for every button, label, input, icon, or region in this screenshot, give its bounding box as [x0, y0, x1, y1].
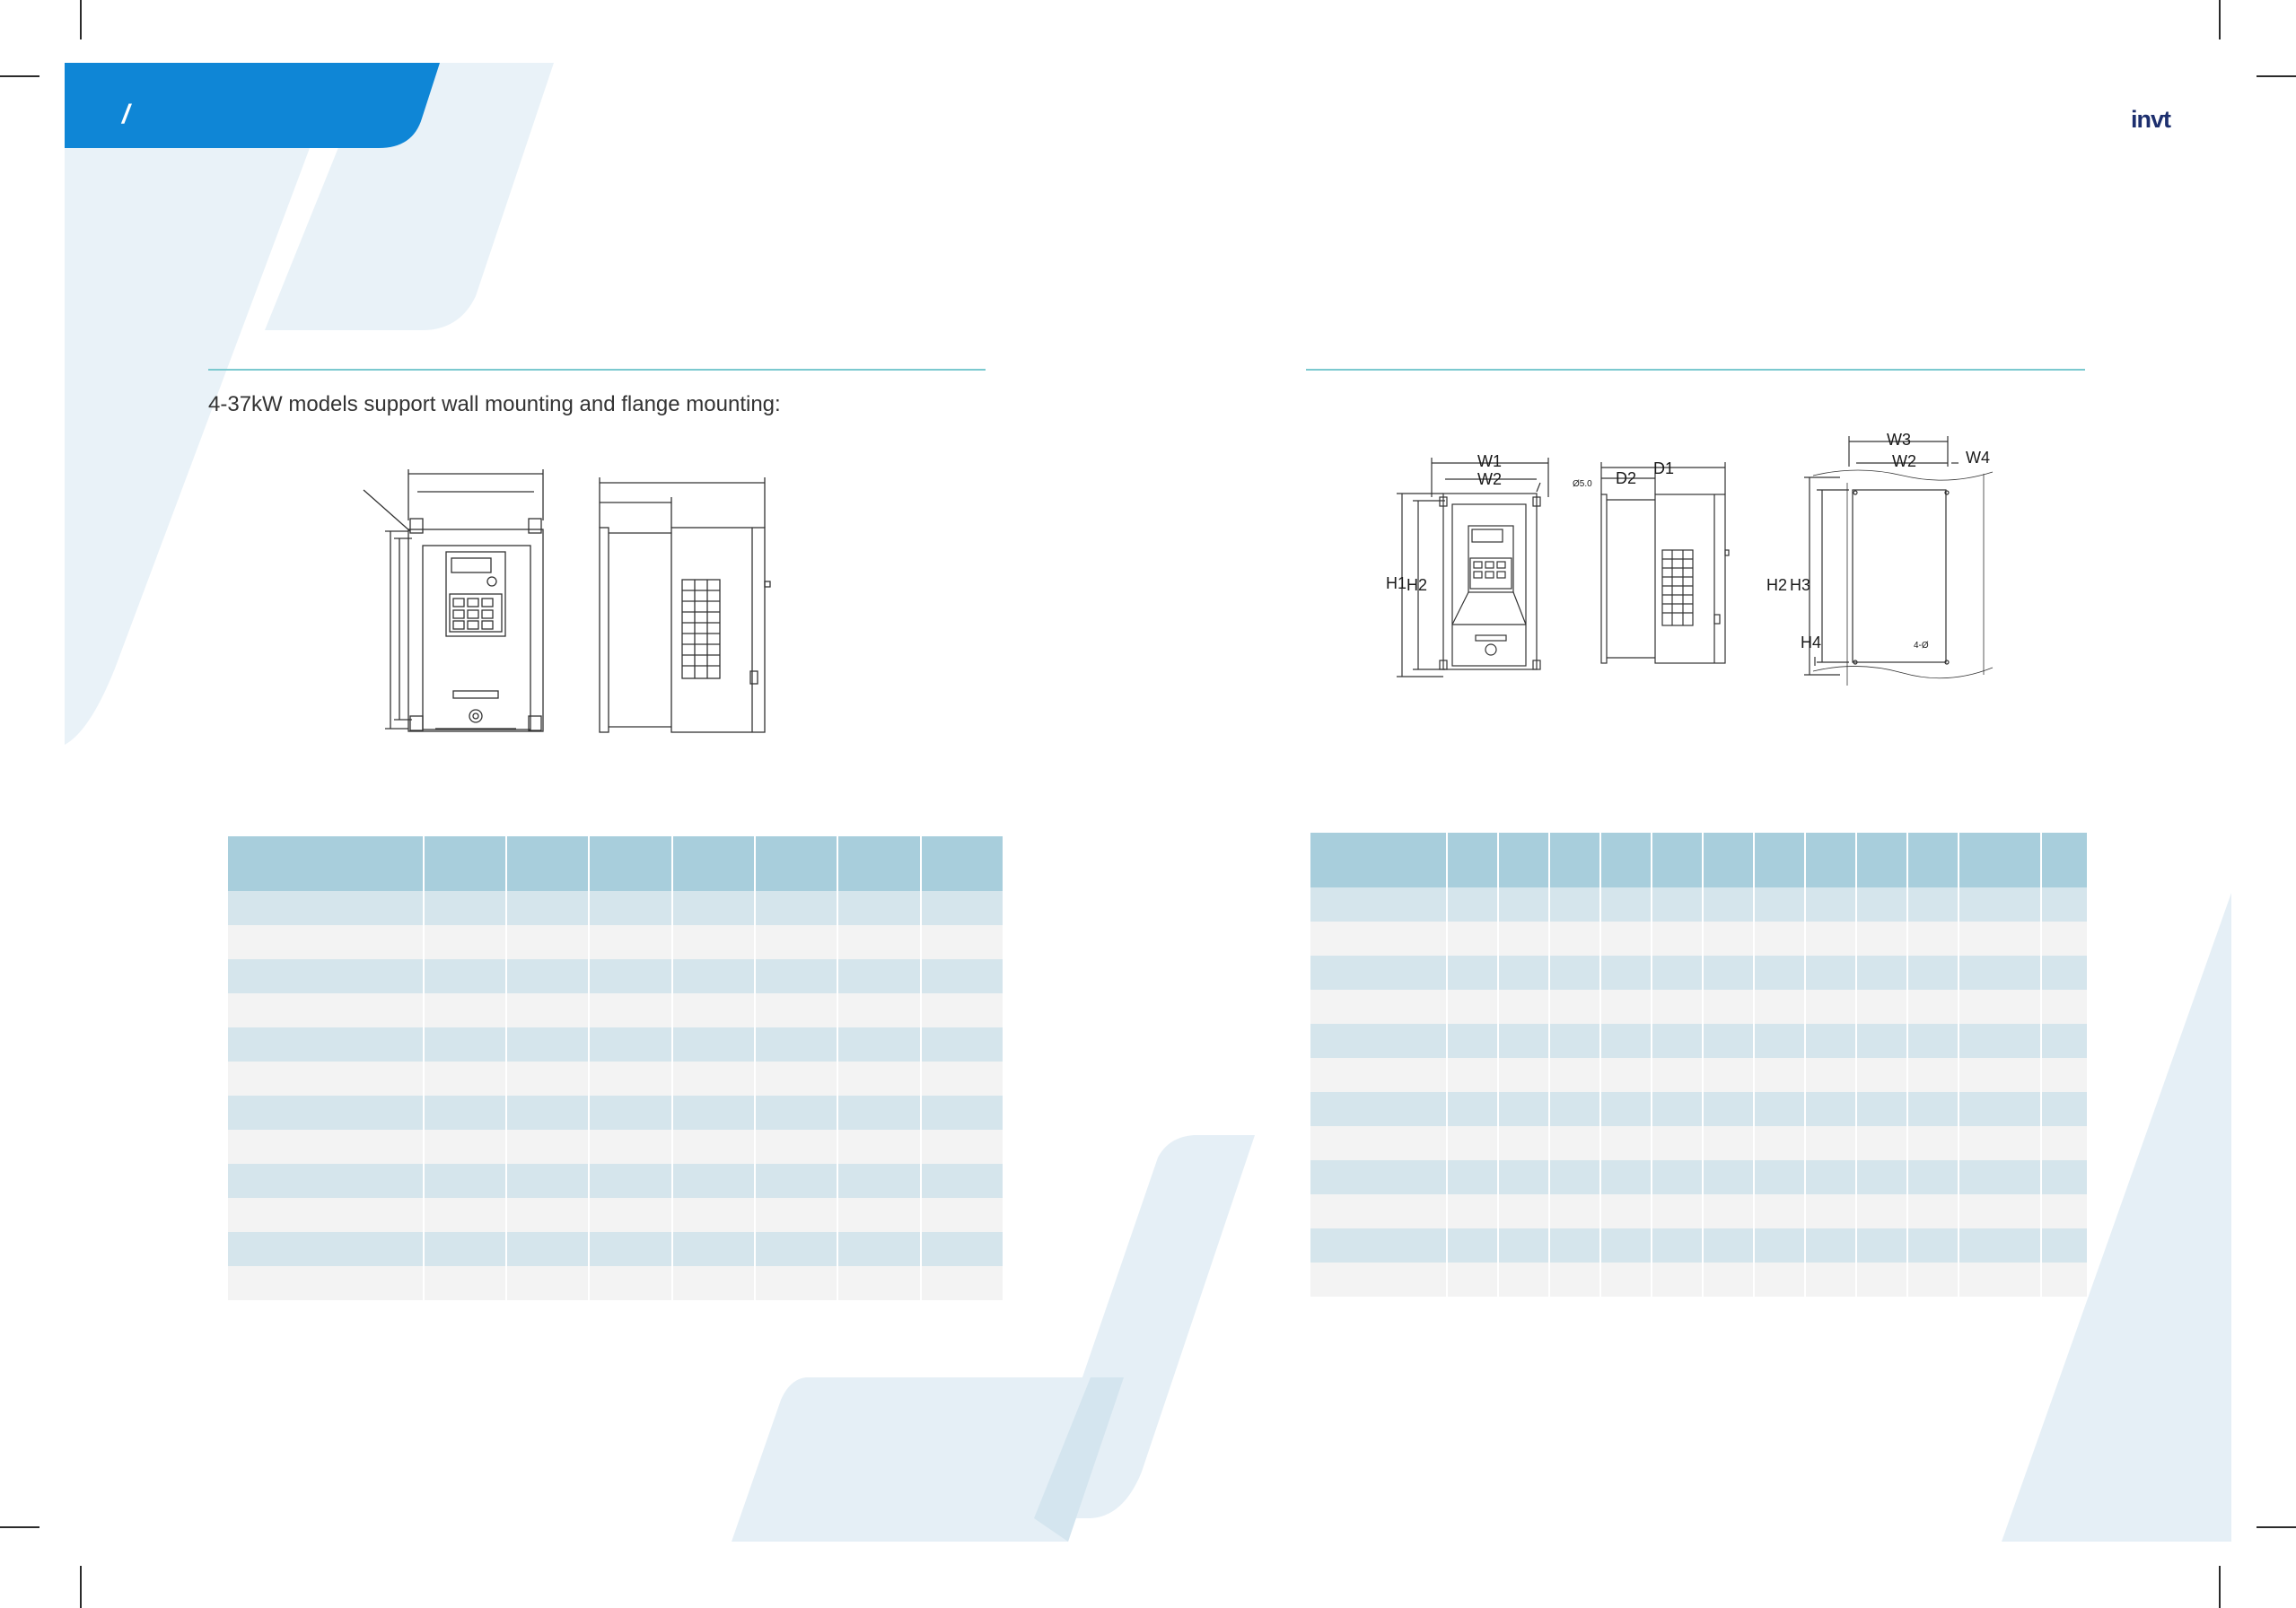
dim-label-d1: D1: [1653, 459, 1674, 477]
drawing-mounting-template-right: W3 W2 W4 H2 H3 H4 4-Ø: [1766, 431, 1994, 686]
crop-mark: [2219, 0, 2221, 39]
dim-label-h2-template: H2: [1766, 576, 1787, 594]
brand-logo: invt: [2131, 106, 2171, 133]
drawing-side-view-left: [599, 477, 771, 733]
table-row: [228, 1027, 1004, 1062]
dim-label-d2: D2: [1616, 469, 1636, 487]
dimension-table-left: [228, 836, 1004, 1300]
drawing-side-view-right: D1 D2: [1600, 459, 1730, 664]
table-row: [228, 1062, 1004, 1096]
dim-label-w1: W1: [1477, 452, 1502, 470]
dimension-table-right: [1310, 833, 2089, 1297]
table-row: [228, 891, 1004, 925]
dim-label-h1: H1: [1386, 574, 1407, 592]
table-row: [1310, 1160, 2089, 1194]
table-row: [1310, 1024, 2089, 1058]
crop-mark: [80, 0, 82, 39]
dim-label-w3: W3: [1887, 431, 1911, 449]
dim-label-h4: H4: [1801, 634, 1821, 651]
drawing-front-view-right: W1 W2 Ø5.0 H1 H2: [1386, 452, 1592, 677]
table-row: [228, 1266, 1004, 1300]
table-row: [1310, 956, 2089, 990]
table-row: [1310, 1058, 2089, 1092]
table-row: [228, 993, 1004, 1027]
table-row: [228, 1198, 1004, 1232]
section-rule-right: [1306, 369, 2085, 371]
crop-mark: [2257, 1526, 2296, 1528]
crop-mark: [2219, 1566, 2221, 1608]
table-row: [228, 925, 1004, 959]
dim-label-h3: H3: [1790, 576, 1810, 594]
decor-band-right: [2002, 893, 2231, 1542]
table-row: [1310, 1194, 2089, 1228]
table-row: [1310, 887, 2089, 922]
decor-band-upper: [265, 63, 554, 330]
dim-label-hole: Ø5.0: [1573, 479, 1592, 489]
table-row: [1310, 1126, 2089, 1160]
section-rule-left: [208, 369, 986, 371]
intro-text: 4-37kW models support wall mounting and …: [208, 392, 781, 416]
decor-band-lower-left: [732, 1377, 1124, 1542]
dim-label-h2: H2: [1407, 576, 1427, 594]
crop-mark: [80, 1566, 82, 1608]
dim-label-w2-template: W2: [1892, 452, 1916, 470]
table-row: [1310, 1263, 2089, 1297]
header-slash: /: [122, 100, 130, 129]
table-row: [1310, 922, 2089, 956]
dim-label-w4: W4: [1966, 449, 1990, 467]
decor-band-left: [65, 148, 310, 745]
drawing-front-view-left: [363, 469, 544, 732]
table-row: [228, 1232, 1004, 1266]
table-row: [1310, 990, 2089, 1024]
table-row: [1310, 1092, 2089, 1126]
table-header-row: [228, 836, 1004, 891]
table-row: [228, 1096, 1004, 1130]
header-tab: [65, 63, 440, 148]
crop-mark: [0, 75, 39, 77]
dim-label-holes-note: 4-Ø: [1914, 641, 1929, 651]
table-row: [228, 1164, 1004, 1198]
table-header-row: [1310, 833, 2089, 887]
table-row: [228, 959, 1004, 993]
crop-mark: [2257, 75, 2296, 77]
decor-band-overlap: [1034, 1377, 1124, 1542]
dim-label-w2: W2: [1477, 470, 1502, 488]
table-row: [1310, 1228, 2089, 1263]
crop-mark: [0, 1526, 39, 1528]
table-row: [228, 1130, 1004, 1164]
